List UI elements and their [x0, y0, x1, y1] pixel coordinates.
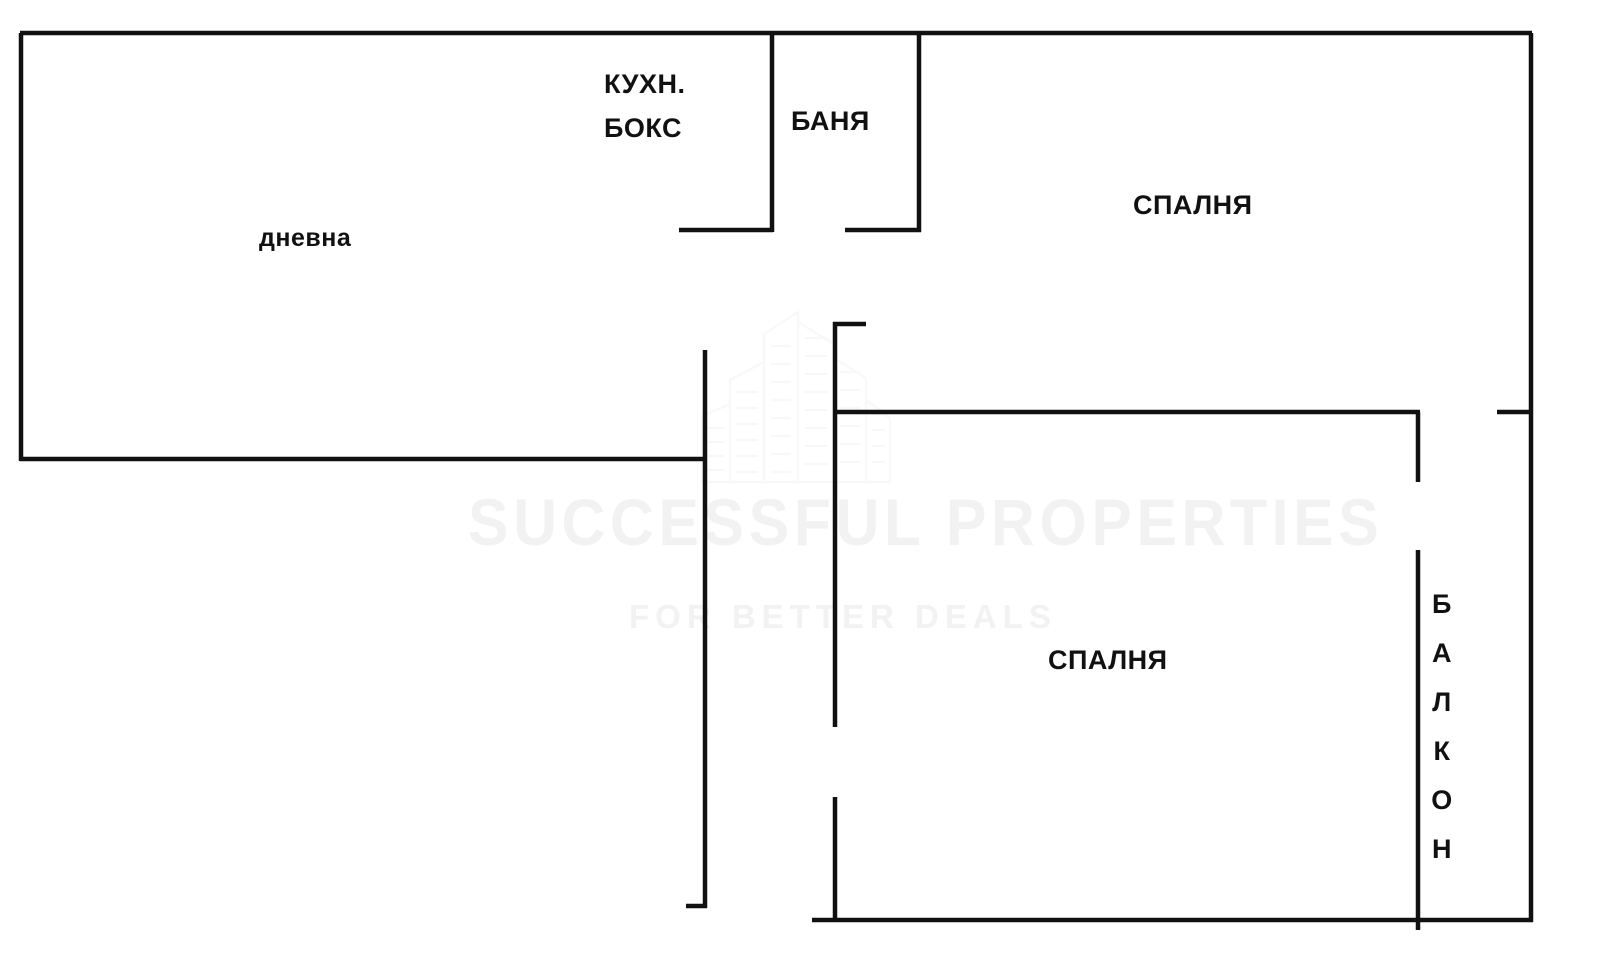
room-label-balcony-letter-2: Л	[1432, 687, 1452, 717]
room-label-balcony-letter-0: Б	[1432, 589, 1452, 619]
room-label-kitchen-line1: КУХН.	[604, 69, 686, 99]
room-label-balcony-letter-1: А	[1432, 638, 1452, 668]
room-label-living-room: дневна	[259, 224, 352, 252]
room-label-bedroom-top: СПАЛНЯ	[1133, 190, 1253, 220]
room-label-kitchen-line2: БОКС	[604, 113, 683, 143]
room-label-balcony-letter-5: Н	[1432, 834, 1452, 864]
room-label-bathroom: БАНЯ	[791, 106, 870, 136]
room-label-kitchen: КУХН. БОКС	[604, 62, 685, 150]
room-label-bedroom-bottom: СПАЛНЯ	[1048, 645, 1168, 675]
room-label-balcony-letter-3: К	[1433, 736, 1451, 766]
room-label-balcony-letter-4: О	[1431, 785, 1453, 815]
